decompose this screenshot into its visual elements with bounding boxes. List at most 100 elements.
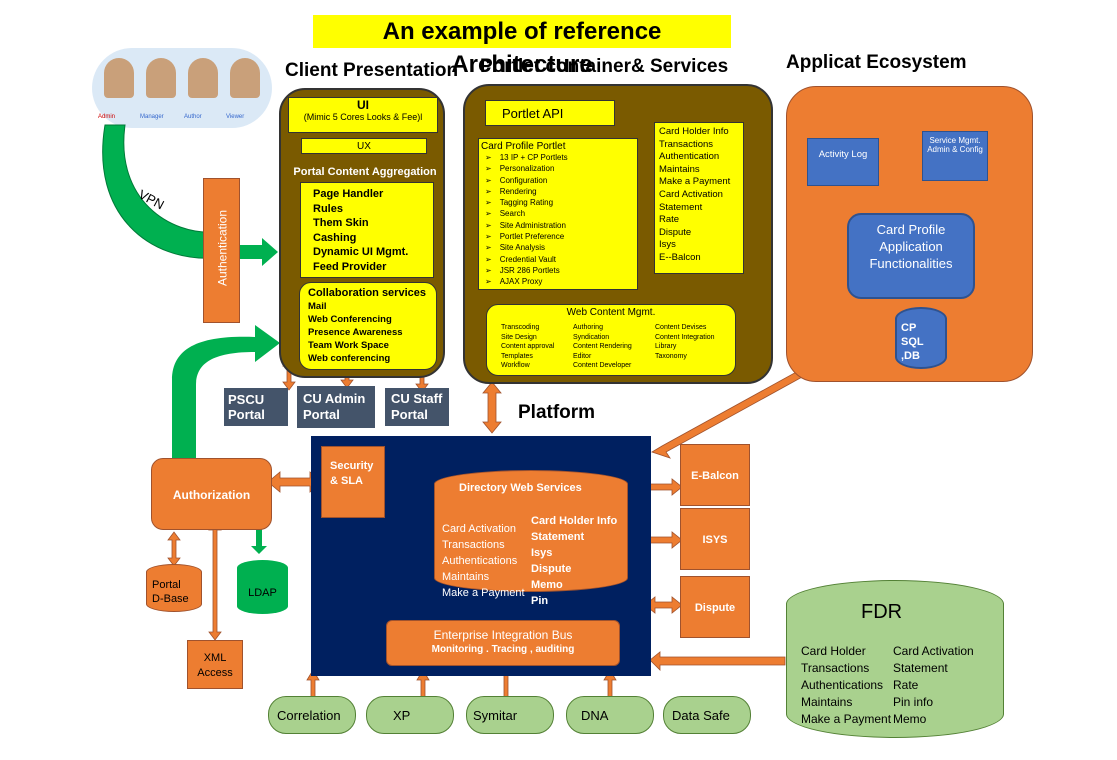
user-label-author: Author (184, 114, 202, 120)
card-holder-item: Transactions (659, 138, 714, 150)
wcm-item: Authoring (573, 324, 603, 331)
profile-portlet-item-text: Rendering (499, 186, 537, 196)
collaboration-item: Web conferencing (308, 353, 391, 364)
profile-portlet-item: ➢Site Administration (485, 220, 637, 231)
card-holder-item: Card Holder Info (659, 126, 729, 137)
profile-portlet-item-text: Portlet Preference (499, 232, 565, 242)
ldap-cylinder: LDAP (237, 560, 288, 614)
fdr-right-item: Statement (893, 661, 948, 675)
viewer-person-icon (230, 58, 260, 98)
wcm-item: Content Devises (655, 324, 707, 331)
bullet-arrow-icon: ➢ (485, 243, 492, 253)
profile-portlet-item-text: Site Analysis (499, 243, 546, 253)
directory-left-item: Authentications (442, 555, 518, 567)
wcm-item: Templates (501, 352, 533, 360)
wcm-item: Workflow (501, 362, 530, 369)
ui-title: UI (357, 98, 369, 112)
card-profile-portlet-title: Card Profile Portlet (481, 141, 566, 152)
card-profile-portlet-box: Card Profile Portlet ➢13 IP + CP Portlet… (478, 138, 638, 290)
directory-left-item: Make a Payment (442, 587, 525, 599)
profile-portlet-item-text: JSR 286 Portlets (499, 265, 560, 275)
ecosystem-panel: Activity Log Service Mgmt. Admin & Confi… (786, 86, 1033, 382)
diagram-title: An example of reference Architecture (313, 15, 731, 78)
profile-portlet-item-text: Configuration (499, 175, 548, 185)
collaboration-item: Web Conferencing (308, 314, 392, 325)
portal-db-arrow (167, 531, 181, 567)
ui-box: UI (Mimic 5 Cores Looks & Fee)l (288, 97, 438, 133)
profile-portlet-item: ➢AJAX Proxy (485, 276, 637, 287)
bullet-arrow-icon: ➢ (485, 198, 492, 208)
isys-box[interactable]: ISYS (680, 508, 750, 570)
card-profile-portlet-list: ➢13 IP + CP Portlets➢Personalization➢Con… (481, 152, 637, 288)
wcm-title: Web Content Mgmt. (566, 307, 656, 318)
portal-dbase-cylinder: Portal D-Base (146, 564, 202, 612)
profile-portlet-item-text: Search (499, 209, 526, 219)
profile-portlet-item: ➢Rendering (485, 186, 637, 197)
profile-portlet-item: ➢Search (485, 208, 637, 219)
cu-staff-line2: Portal (391, 407, 428, 422)
pscu-portal[interactable]: PSCU Portal (224, 388, 288, 426)
eib-subtitle: Monitoring . Tracing , auditing (431, 644, 575, 655)
wcm-item: Library (655, 343, 677, 350)
directory-left-item: Card Activation (442, 523, 516, 535)
card-holder-item: Authentication (659, 151, 720, 163)
xml-line2: Access (197, 667, 233, 679)
correlation-cylinder: Correlation (268, 696, 356, 734)
card-profile-app-box[interactable]: Card Profile Application Functionalities (847, 213, 975, 299)
card-holder-item: Make a Payment (659, 176, 731, 188)
portlet-api-box: Portlet API (485, 100, 615, 126)
dna-cylinder: DNA (566, 696, 654, 734)
wcm-item: Syndication (573, 333, 610, 341)
aggregation-item: Cashing (313, 231, 357, 244)
activity-log-box[interactable]: Activity Log (807, 138, 879, 186)
directory-right-item: Isys (531, 547, 553, 559)
wcm-item: Editor (573, 352, 592, 360)
users-cloud: Admin Manager Author Viewer (92, 48, 272, 128)
user-label-admin: Admin (98, 114, 116, 120)
card-holder-item: E--Balcon (659, 251, 701, 263)
wcm-item: Taxonomy (655, 352, 687, 360)
ldap-arrow (251, 514, 267, 554)
profile-portlet-item: ➢ JSR 286 Portlets (485, 265, 637, 276)
wcm-item: Content approval (501, 343, 555, 350)
profile-portlet-item-text: Credential Vault (499, 254, 557, 264)
cp-db-line1: CP (901, 322, 917, 334)
fdr-title: FDR (861, 601, 903, 623)
profile-portlet-item-text: AJAX Proxy (499, 277, 543, 287)
ecosystem-heading: Applicat Ecosystem (786, 52, 967, 73)
bullet-arrow-icon: ➢ (485, 232, 492, 242)
ebalcon-box[interactable]: E-Balcon (680, 444, 750, 506)
directory-right-item: Statement (531, 531, 585, 543)
aggregation-item: Dynamic UI Mgmt. (313, 246, 409, 258)
portlet-container-panel: Portlet API Card Profile Portlet ➢13 IP … (463, 84, 773, 384)
wcm-item: Content Developer (573, 362, 632, 369)
data-safe-cylinder: Data Safe (663, 696, 751, 734)
manager-person-icon (146, 58, 176, 98)
aggregation-item: Feed Provider (313, 260, 387, 273)
aggregation-title: Portal Content Aggregation (293, 166, 437, 178)
cu-admin-portal[interactable]: CU Admin Portal (297, 386, 375, 428)
pscu-portal-line2: Portal (228, 407, 265, 422)
collaboration-item: Team Work Space (308, 340, 389, 351)
directory-right-item: Memo (531, 579, 563, 591)
portal-db-line2: D-Base (152, 593, 189, 605)
cp-sql-db-cylinder: CP SQL ,DB (895, 307, 947, 369)
dispute-box[interactable]: Dispute (680, 576, 750, 638)
card-holder-item: Statement (659, 201, 703, 213)
directory-right-item: Pin (531, 595, 549, 607)
user-label-viewer: Viewer (226, 114, 245, 120)
directory-left-item: Transactions (442, 539, 505, 551)
aggregation-box: Page Handler Rules Them Skin Cashing Dyn… (300, 182, 434, 278)
collaboration-box: Collaboration services Mail Web Conferen… (299, 282, 437, 370)
authorization-box[interactable]: Authorization (151, 458, 272, 530)
bullet-arrow-icon: ➢ (485, 265, 492, 275)
cu-staff-portal[interactable]: CU Staff Portal (385, 388, 449, 426)
portlet-platform-arrow (482, 381, 502, 434)
service-mgmt-box[interactable]: Service Mgmt. Admin & Config (922, 131, 988, 181)
profile-portlet-item-text: Tagging Rating (499, 198, 554, 208)
